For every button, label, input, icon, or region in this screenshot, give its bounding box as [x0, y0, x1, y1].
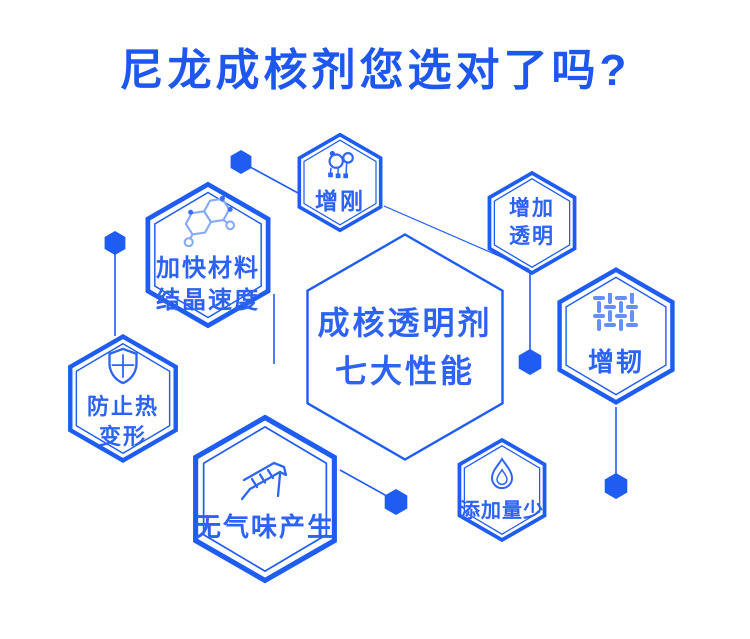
node-label-line1: 防止热 [86, 394, 159, 420]
node-label: 无气味产生 [194, 511, 335, 542]
hexagon-outline [145, 181, 271, 329]
hexagon-outline [457, 437, 547, 543]
weave-icon [593, 292, 638, 331]
node-zenggang: 增刚 [296, 132, 384, 233]
node-label-line2: 透明 [509, 225, 555, 248]
node-label-line1: 加快材料 [156, 255, 260, 283]
node-jiakuai: 加快材料 结晶速度 [143, 180, 273, 330]
page-title: 尼龙成核剂您选对了吗? [119, 46, 631, 95]
node-fangzhi: 防止热 变形 [66, 333, 180, 464]
node-label: 添加量少 [460, 499, 544, 522]
center-title-line2: 七大性能 [334, 353, 475, 389]
center-title-line1: 成核透明剂 [317, 305, 493, 341]
node-tianjia: 添加量少 [456, 437, 548, 543]
hexagon-outline [193, 414, 337, 584]
node-wuqiwei: 无气味产生 [190, 413, 340, 585]
shield-icon [108, 348, 138, 385]
node-label-line1: 增加 [509, 197, 555, 221]
node-touming: 增加 透明 [486, 170, 578, 276]
hexagon-outline [297, 132, 383, 233]
hexagon-outline [68, 334, 178, 463]
node-label: 增韧 [587, 346, 644, 377]
node-zengren: 增韧 [555, 266, 677, 406]
hexagon-outline [557, 267, 675, 405]
hexagon-outline [306, 233, 504, 461]
nose-icon [240, 461, 288, 500]
node-label-line2: 变形 [98, 423, 147, 449]
molecule-structure-icon [183, 196, 236, 248]
molecule-cluster-icon [328, 151, 354, 179]
node-label-line2: 结晶速度 [156, 287, 260, 314]
hexagon-outline [487, 170, 577, 276]
droplet-icon [490, 456, 514, 489]
node-center: 成核透明剂 七大性能 [305, 232, 505, 462]
node-label: 增刚 [315, 188, 365, 215]
